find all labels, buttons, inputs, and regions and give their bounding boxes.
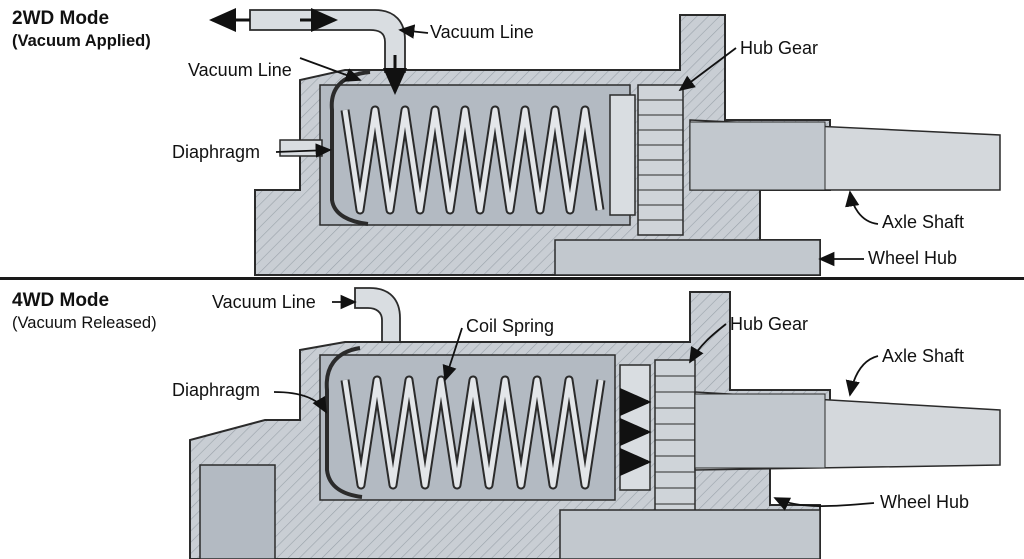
piston-plate	[619, 364, 651, 491]
label-axle-shaft: Axle Shaft	[882, 212, 965, 232]
label-wheel-hub: Wheel Hub	[880, 492, 970, 512]
piston-plate	[609, 94, 636, 216]
panel-4wd-mode: 4WD Mode (Vacuum Released) Vacuum Line C…	[0, 280, 1024, 559]
diaphragm	[324, 346, 363, 499]
leader-wheel-hub	[773, 497, 875, 511]
leader-axle-shaft	[845, 355, 879, 397]
vacuum-line-tube	[354, 287, 401, 343]
label-wheel-hub: Wheel Hub	[868, 248, 958, 268]
panel-2wd-mode: 2WD Mode (Vacuum Applied) Vacuum Line Va…	[0, 0, 1024, 279]
leader-hub-gear	[689, 323, 727, 364]
label-diaphragm: Diaphragm	[172, 142, 261, 162]
leader-diaphragm	[275, 143, 332, 158]
leader-diaphragm	[273, 391, 327, 414]
hub-cross-section-4wd	[189, 287, 1001, 559]
hub-cross-section-2wd	[209, 8, 1001, 276]
label-hub-gear: Hub Gear	[730, 314, 809, 334]
label-axle-shaft: Axle Shaft	[882, 346, 965, 366]
leader-vacuum-line-a	[398, 24, 429, 39]
leader-axle-shaft	[845, 190, 879, 225]
panel-title: 2WD Mode	[12, 8, 110, 29]
wheel-hub	[554, 239, 821, 276]
label-hub-gear: Hub Gear	[740, 38, 819, 58]
label-vacuum-line-lower: Vacuum Line	[188, 60, 292, 80]
label-vacuum-line-upper: Vacuum Line	[430, 22, 534, 42]
label-vacuum-line: Vacuum Line	[212, 292, 316, 312]
leader-hub-gear	[678, 47, 737, 92]
panel-subtitle: (Vacuum Applied)	[12, 32, 151, 50]
leader-vacuum-line-b	[299, 57, 362, 82]
panel-subtitle: (Vacuum Released)	[12, 314, 157, 332]
panel-divider	[0, 277, 1024, 280]
leader-coil-spring	[442, 327, 463, 382]
label-coil-spring: Coil Spring	[466, 316, 555, 336]
wheel-hub	[559, 509, 821, 559]
label-diaphragm: Diaphragm	[172, 380, 261, 400]
panel-title: 4WD Mode	[12, 290, 110, 311]
